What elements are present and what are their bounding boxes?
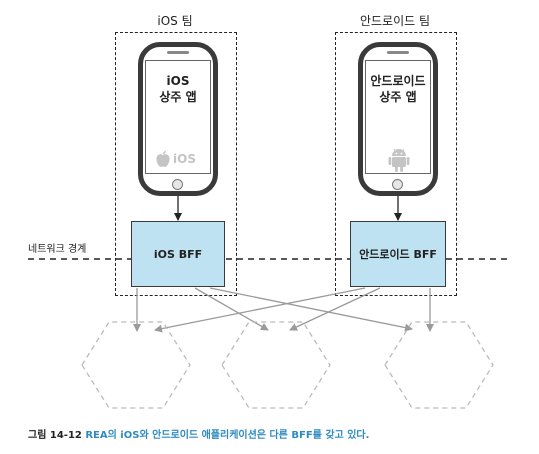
android-app-title-line2: 상주 앱 xyxy=(379,90,417,104)
ios-logo: iOS xyxy=(155,150,196,168)
service-hexagon xyxy=(384,321,494,409)
ios-team-boundary xyxy=(115,32,237,296)
ios-bff-to-service-2-arrow xyxy=(194,287,269,331)
ios-bff-box: iOS BFF xyxy=(131,221,225,287)
android-team-label: 안드로이드 팀 xyxy=(359,14,431,28)
apple-icon xyxy=(156,150,170,167)
ios-logo-text: iOS xyxy=(173,152,196,166)
android-bff-label: 안드로이드 BFF xyxy=(359,248,437,261)
android-app-title-line1: 안드로이드 xyxy=(370,74,426,88)
service-hexagon xyxy=(81,321,191,409)
android-bff-to-service-1-arrow xyxy=(154,287,366,333)
android-icon xyxy=(388,148,410,172)
android-phone-screen: 안드로이드 상주 앱 xyxy=(365,60,431,174)
ios-app-title-line1: iOS xyxy=(166,74,190,88)
android-phone: 안드로이드 상주 앱 xyxy=(358,42,438,196)
phone-speaker xyxy=(167,51,189,54)
figure-number: 그림 14-12 xyxy=(28,430,82,441)
ios-team-label: iOS 팀 xyxy=(157,14,193,28)
android-team-boundary xyxy=(335,32,457,296)
ios-bff-to-service-3-arrow xyxy=(209,287,413,332)
phone-home-button xyxy=(172,179,183,190)
figure-caption-text: REA의 iOS와 안드로이드 애플리케이션은 다른 BFF를 갖고 있다. xyxy=(85,430,370,441)
android-app-title: 안드로이드 상주 앱 xyxy=(363,73,433,105)
phone-home-button xyxy=(392,179,403,190)
ios-bff-label: iOS BFF xyxy=(153,247,203,261)
phone-speaker xyxy=(387,51,409,54)
ios-phone: iOS 상주 앱 iOS xyxy=(138,42,218,196)
ios-app-title-line2: 상주 앱 xyxy=(159,90,197,104)
ios-app-title: iOS 상주 앱 xyxy=(143,73,213,105)
android-bff-box: 안드로이드 BFF xyxy=(350,221,446,287)
figure-caption: 그림 14-12 REA의 iOS와 안드로이드 애플리케이션은 다른 BFF를… xyxy=(28,426,369,441)
android-bff-to-service-2-arrow xyxy=(289,287,381,331)
ios-phone-screen: iOS 상주 앱 iOS xyxy=(145,60,211,174)
service-hexagon xyxy=(221,321,331,409)
network-boundary-label: 네트워크 경계 xyxy=(28,244,87,255)
